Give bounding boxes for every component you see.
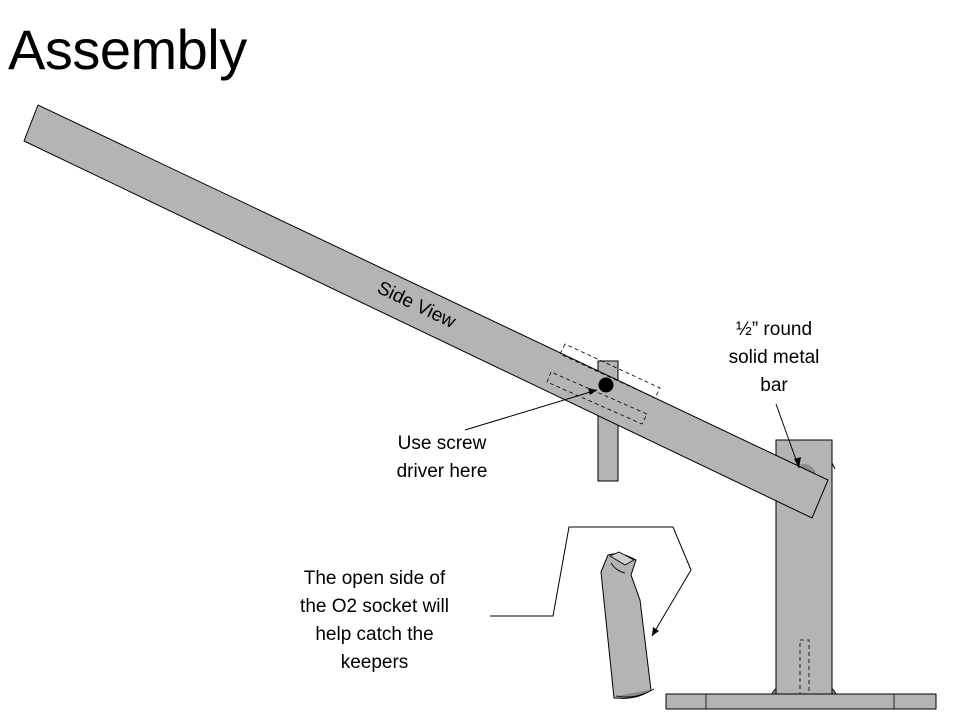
base-plate bbox=[665, 693, 937, 710]
socket-label-line: keepers bbox=[340, 652, 409, 673]
screwdriver-label: Use screw driver here bbox=[362, 430, 522, 486]
socket-leader-line bbox=[490, 526, 692, 637]
screw-leader-line bbox=[464, 389, 598, 431]
metal-bar-label-line: bar bbox=[760, 375, 788, 396]
screwdriver-label-line: driver here bbox=[396, 461, 488, 482]
slide-title: Assembly bbox=[8, 18, 247, 81]
metal-bar-label: ½” round solid metal bar bbox=[704, 316, 844, 400]
metal-bar-label-line: solid metal bbox=[728, 347, 820, 368]
socket-label: The open side of the O2 socket will help… bbox=[272, 565, 477, 677]
socket-label-line: the O2 socket will bbox=[300, 596, 449, 617]
metal-bar-label-line: ½” round bbox=[735, 319, 813, 340]
screwdriver-label-line: Use screw bbox=[397, 433, 487, 454]
lever-arm: Side View bbox=[23, 104, 829, 519]
bar-leader-line bbox=[775, 403, 800, 469]
pivot-screw-dot bbox=[598, 377, 614, 393]
socket-label-line: help catch the bbox=[315, 624, 434, 645]
socket-label-line: The open side of bbox=[303, 568, 446, 589]
o2-socket bbox=[600, 551, 655, 699]
leader-lines bbox=[464, 388, 801, 637]
